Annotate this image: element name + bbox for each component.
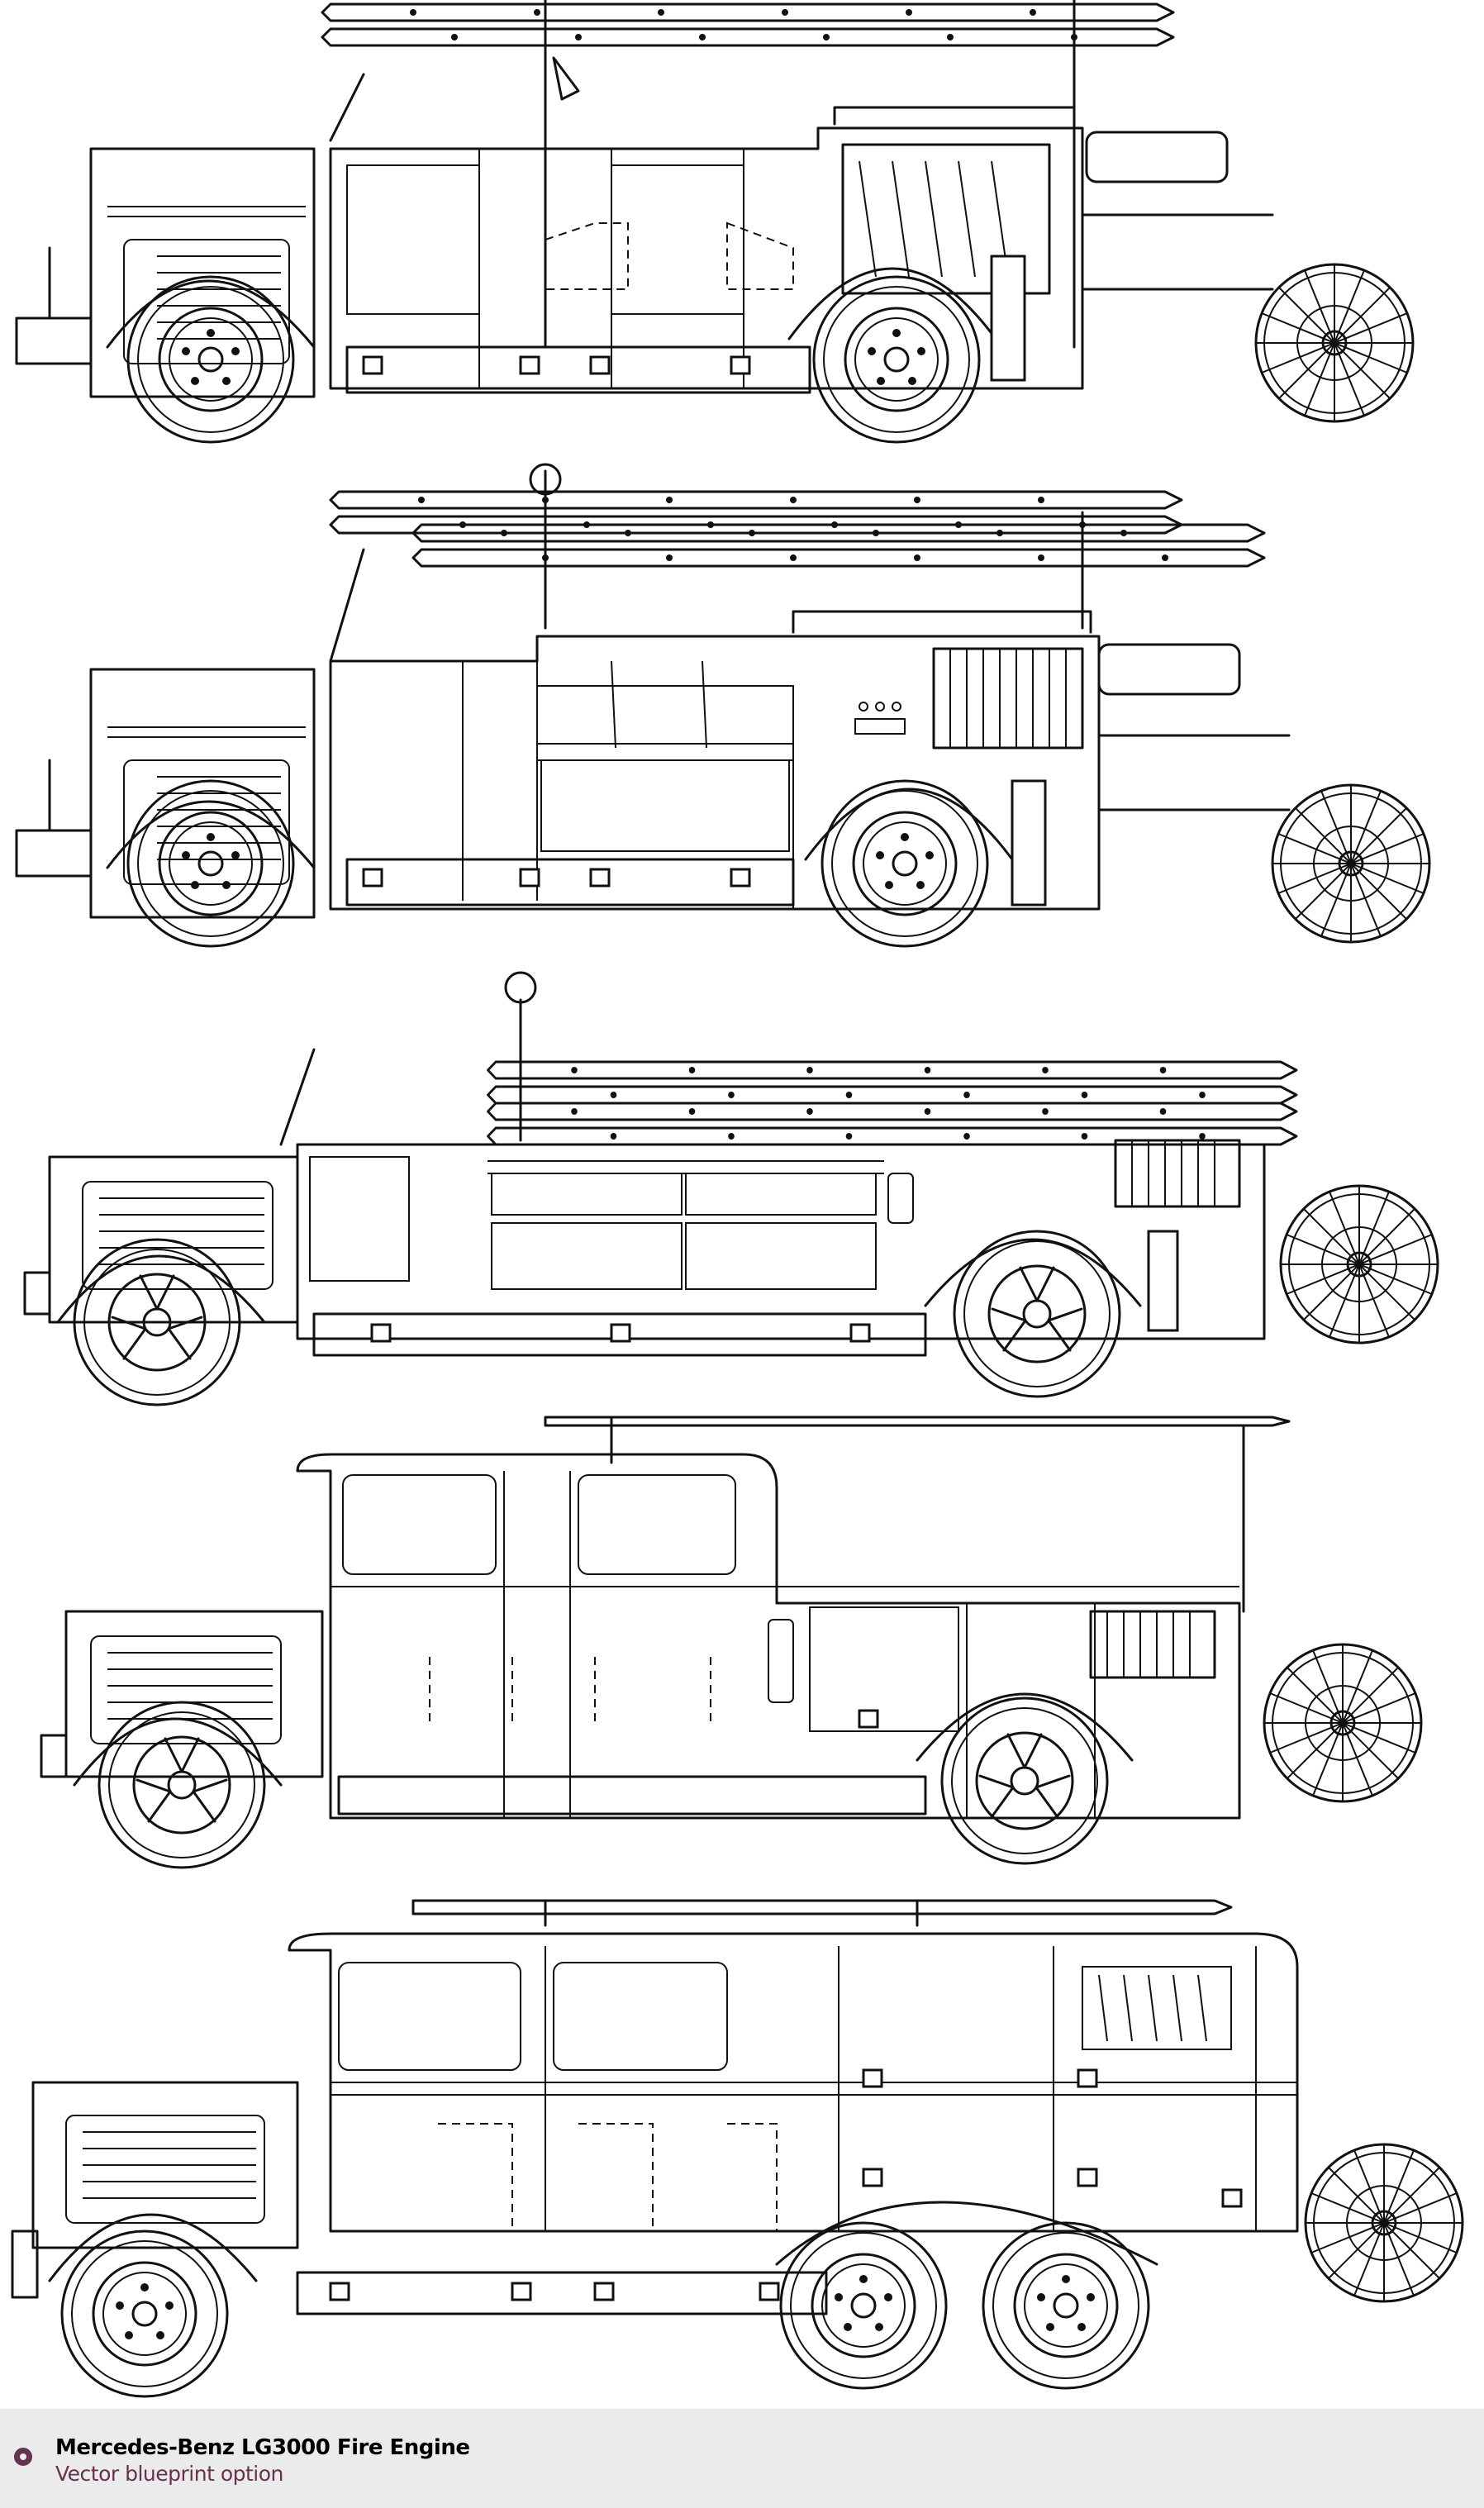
vehicle-2-ladder-pump	[15, 463, 1431, 948]
blueprint-drawing	[11, 0, 1464, 2398]
vehicle-3-long-ladder-truck	[23, 971, 1439, 1406]
vehicle-1-ladder-pump	[15, 0, 1415, 444]
caption-title: Mercedes-Benz LG3000 Fire Engine	[55, 2435, 470, 2460]
caption-footer: Mercedes-Benz LG3000 Fire Engine Vector …	[0, 2409, 1484, 2508]
vehicle-5-closed-cab-six-wheeler	[11, 1899, 1464, 2398]
circle-ring-icon	[14, 2448, 32, 2466]
vehicle-4-closed-cab-truck	[40, 1416, 1423, 1869]
caption-subtitle[interactable]: Vector blueprint option	[55, 2462, 283, 2486]
